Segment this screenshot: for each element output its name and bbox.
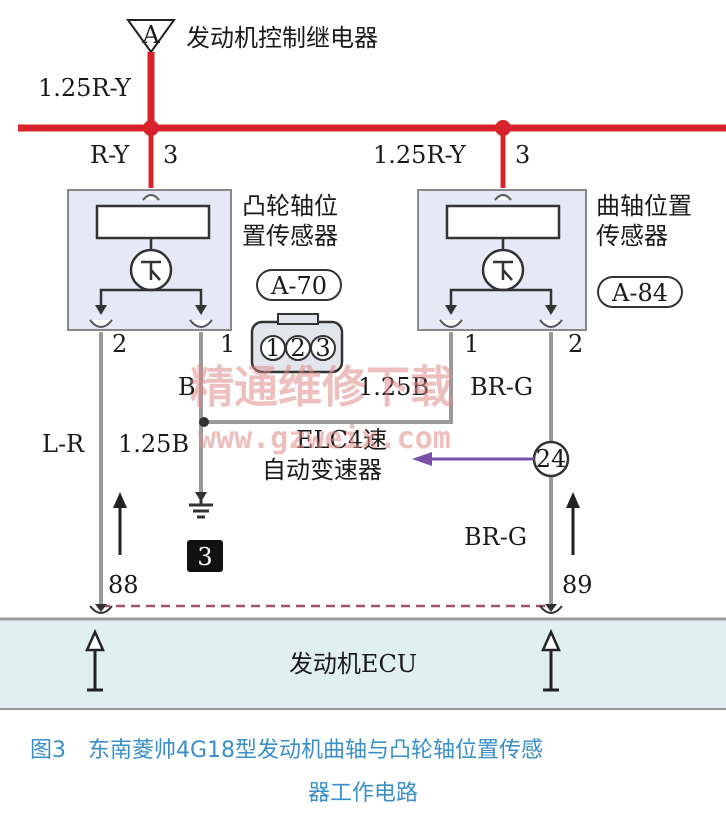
elc-label-1: ELC4速 [296,426,387,454]
cam-pin1-wire-label: B [178,373,196,401]
cam-signal-arrow [113,492,127,555]
cam-sensor [67,189,232,331]
cam-feed-pin: 3 [163,141,178,169]
ecu-terminal-right-tip [545,604,557,612]
crank-feed-pin: 3 [515,141,530,169]
relay-connector-label: A [141,21,160,49]
cam-feed-wire-label: R-Y [90,141,131,169]
crank-pin1-wire-label: 1.25B [358,373,429,401]
elc-label-2: 自动变速器 [262,456,382,484]
ecu-input-arrow-right [541,628,561,692]
watermark-cn: 精通维修下载 [190,362,454,413]
ground-badge-label: 3 [197,543,212,571]
crank-pin2-wire-label: BR-G [470,373,533,401]
cam-connector-label: A-70 [270,272,327,300]
main-wire-label: 1.25R-Y [38,74,132,102]
ground-symbol [189,492,213,519]
caption-line-1: 图3 东南菱帅4G18型发动机曲轴与凸轮轴位置传感 [30,738,543,763]
cam-sensor-title-1: 凸轮轴位 [242,192,338,220]
crank-signal-wire-label: BR-G [464,523,527,551]
crank-sensor-title-1: 曲轴位置 [596,192,692,220]
crank-pin-right: 2 [568,330,583,358]
crank-feed-wire-label: 1.25R-Y [373,141,467,169]
cam-connector-face [250,313,344,374]
connector-pin-3: 3 [315,334,330,362]
crank-pin-left: 1 [464,330,479,358]
crank-signal-arrow [566,492,580,555]
ground-badge [187,540,223,572]
cam-pin-right: 1 [220,330,235,358]
ecu-pin-left: 88 [108,571,139,599]
crank-ground-wire [201,332,453,424]
ecu-terminal-right [539,605,563,614]
crank-sensor-title-2: 传感器 [596,222,668,250]
cam-pin-left: 2 [112,330,127,358]
ecu-terminal-left [89,605,113,614]
elc-junction-label: 24 [536,445,567,473]
relay-name: 发动机控制继电器 [186,24,378,52]
relay-connector-triangle [126,19,176,54]
caption-line-2: 器工作电路 [308,781,418,806]
ground-junction [199,417,209,427]
ecu-pin-right: 89 [562,571,593,599]
cam-sensor-title-2: 置传感器 [242,222,338,250]
connector-pin-2: 2 [290,334,305,362]
ecu-terminal-left-tip [95,604,107,612]
cam-connector-badge [256,269,342,301]
crank-sensor [417,189,587,331]
ecu-input-arrow-left [85,628,105,692]
ground-branch-wire-label: 1.25B [118,430,189,458]
crank-connector-label: A-84 [611,279,668,307]
ecu-block [0,618,726,710]
cam-signal-wire-label: L-R [42,430,85,458]
elc-branch-arrow [412,452,432,466]
connector-pin-1: 1 [265,334,280,362]
watermark-url: www.gzweix.com [198,421,451,456]
crank-connector-badge [597,276,683,308]
ecu-name: 发动机ECU [289,650,417,678]
